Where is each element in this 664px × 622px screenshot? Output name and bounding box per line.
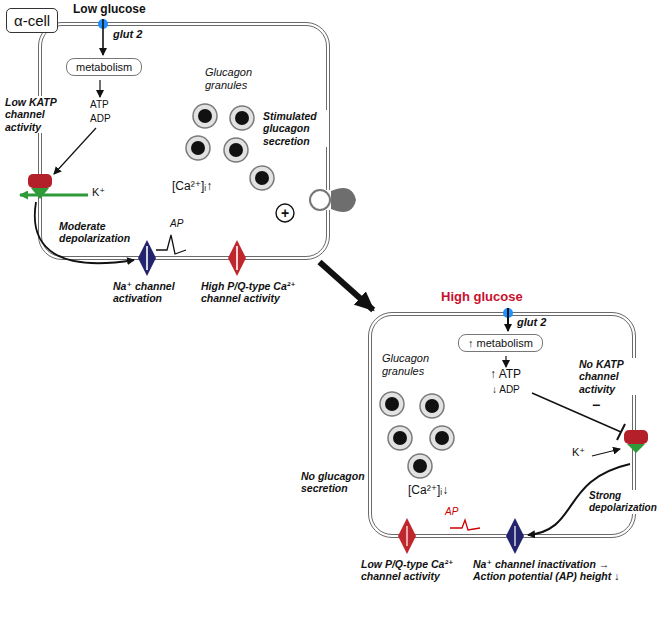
action-potential-trace (450, 520, 480, 530)
cell-text: metabolism (76, 61, 132, 73)
annotation-label: Na⁺ channel inactivation → Action potent… (472, 558, 624, 583)
fusing-granule (310, 190, 330, 210)
annotation-label: High P/Q-type Ca²⁺ channel activity (200, 280, 306, 305)
action-potential-trace (156, 235, 186, 254)
process-box: metabolism (66, 58, 142, 76)
metabolism-arrow (99, 80, 100, 97)
annotation-label: glut 2 (112, 28, 143, 41)
cell-text: ↑ ATP (490, 368, 521, 382)
annotation-label: Na⁺ channel activation (112, 280, 198, 305)
depolarization-arrow (528, 464, 630, 535)
sodium-channel (506, 518, 524, 554)
annotation-label: High glucose (440, 289, 524, 304)
metabolism-arrow (505, 356, 506, 367)
cell-text: ATP (90, 99, 109, 111)
annotation-label: Stimulated glucagon secretion (262, 110, 328, 147)
potassium-efflux-arrow (20, 194, 88, 197)
cell-text: AP (170, 218, 183, 230)
annotation-label: No glucagon secretion (300, 470, 366, 495)
cell-text: [Ca²⁺]ᵢ↑ (172, 180, 212, 194)
annotation-label: Low P/Q-type Ca²⁺ channel activity (360, 558, 466, 583)
cell-text: − (592, 397, 600, 413)
potassium-arrow (592, 449, 620, 456)
cell-text: ↓ ADP (492, 384, 520, 396)
inhibition-line (532, 393, 621, 432)
secretion-plume (331, 188, 356, 212)
stimulation-circle (276, 204, 294, 222)
cell-text: ADP (90, 113, 111, 125)
cell-text: K⁺ (572, 446, 585, 459)
sodium-channel (138, 240, 156, 276)
inhibition-bar (617, 424, 625, 440)
cell-text: Glucagon granules (205, 66, 277, 91)
glucagon-granules (186, 104, 454, 478)
cell-text: α-cell (14, 12, 50, 29)
cell-text: ↑ metabolism (468, 337, 533, 349)
cell-text: + (281, 205, 289, 221)
cell-text: AP (445, 506, 458, 518)
depolarization-arrow (35, 202, 134, 263)
atp-arrow (54, 128, 96, 174)
annotation-label: glut 2 (516, 316, 547, 329)
annotation-label: Strong depolarization (588, 490, 664, 514)
annotation-label: No KATP channel activity (578, 358, 650, 395)
annotation-label: Low KATP channel activity (4, 96, 76, 133)
process-box: ↑ metabolism (458, 334, 543, 352)
cell-text: Glucagon granules (382, 352, 444, 377)
cell-text: [Ca²⁺]ᵢ↓ (408, 484, 448, 498)
cell-type-tag: α-cell (6, 8, 58, 33)
katp-channel (624, 430, 648, 453)
annotation-label: Low glucose (72, 2, 147, 16)
glucose-arrow (102, 19, 104, 55)
glucose-arrow (507, 308, 509, 331)
transition-arrow (319, 262, 373, 310)
cell-text: K⁺ (92, 186, 105, 199)
annotation-label: Moderate depolarization (58, 220, 144, 245)
calcium-channel (228, 240, 246, 276)
calcium-channel (398, 518, 416, 554)
